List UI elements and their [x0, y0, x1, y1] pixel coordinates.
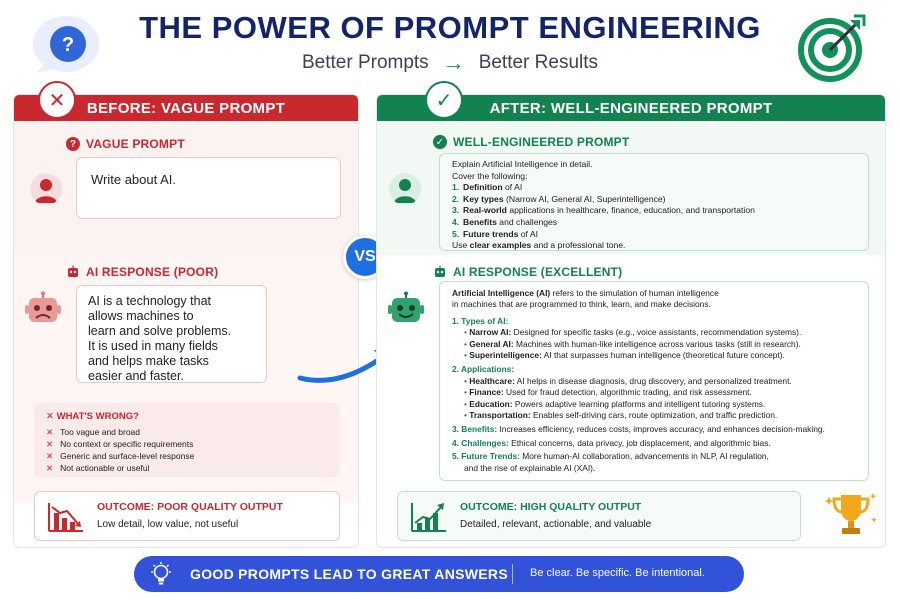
x-icon: ✕: [46, 451, 54, 461]
high-outcome-title: OUTCOME: HIGH QUALITY OUTPUT: [460, 501, 642, 513]
high-outcome-box: OUTCOME: HIGH QUALITY OUTPUT Detailed, r…: [397, 491, 801, 541]
subtitle-left: Better Prompts: [301, 52, 429, 73]
prompt-item: 5.Future trends of AI: [452, 228, 538, 239]
footer-sub-text: Be clear. Be specific. Be intentional.: [530, 567, 705, 579]
poor-outcome-desc: Low detail, low value, not useful: [97, 519, 239, 530]
vague-prompt-text: Write about AI.: [91, 172, 177, 187]
robot-icon: [68, 265, 78, 277]
prompt-item: 2.Key types (Narrow AI, General AI, Supe…: [452, 193, 666, 204]
robot-icon: [435, 265, 445, 277]
footer-divider: [512, 564, 513, 584]
prompt-outro: Use clear examples and a professional to…: [452, 240, 626, 251]
whats-wrong-box: ✕ WHAT'S WRONG? ✕Too vague and broad ✕No…: [34, 403, 340, 477]
page-title: THE POWER OF PROMPT ENGINEERING: [139, 10, 761, 45]
vague-prompt-label: ? VAGUE PROMPT: [66, 137, 185, 151]
prompt-item: 1.Definition of AI: [452, 182, 523, 193]
trophy-icon: [824, 493, 877, 534]
x-icon: ✕: [46, 463, 54, 473]
lightbulb-icon: [151, 562, 171, 585]
header: ? THE POWER OF PROMPT ENGINEERING Better…: [0, 0, 900, 92]
question-icon: ?: [66, 137, 80, 151]
engineered-prompt-label: ✓ WELL-ENGINEERED PROMPT: [433, 135, 629, 149]
poor-response-text: AI is a technology that allows machines …: [88, 294, 232, 383]
vague-prompt-box: Write about AI.: [76, 157, 341, 219]
whats-wrong-title: ✕ WHAT'S WRONG?: [46, 411, 139, 422]
happy-robot-icon: [388, 291, 424, 322]
before-heading-label: BEFORE: VAGUE PROMPT: [86, 99, 286, 117]
high-outcome-desc: Detailed, relevant, actionable, and valu…: [460, 519, 652, 530]
before-panel: BEFORE: VAGUE PROMPT ✕ ? VAGUE PROMPT Wr…: [13, 81, 359, 548]
excellent-response-box: Artificial Intelligence (AI) refers to t…: [439, 281, 869, 481]
footer-banner: GOOD PROMPTS LEAD TO GREAT ANSWERS Be cl…: [134, 556, 744, 592]
page-subtitle: Better Prompts → Better Results: [0, 50, 900, 76]
poor-outcome-title: OUTCOME: POOR QUALITY OUTPUT: [97, 501, 283, 513]
check-icon: ✓: [433, 135, 447, 149]
subtitle-right: Better Results: [478, 52, 599, 73]
poor-response-label: AI RESPONSE (POOR): [66, 265, 218, 279]
x-icon: ✕: [46, 427, 54, 437]
wrong-item: ✕Too vague and broad: [46, 427, 140, 437]
chart-up-icon: [411, 503, 446, 532]
excellent-response-label: AI RESPONSE (EXCELLENT): [433, 265, 622, 279]
engineered-prompt-text: Explain Artificial Intelligence in detai…: [452, 159, 755, 251]
svg-text:?: ?: [62, 34, 74, 56]
sad-robot-icon: [25, 291, 61, 322]
wrong-item: ✕Generic and surface-level response: [46, 451, 195, 461]
prompt-item: 4.Benefits and challenges: [452, 216, 558, 227]
engineered-prompt-box: Explain Artificial Intelligence in detai…: [439, 153, 869, 251]
prompt-item: 3.Real-world applications in healthcare,…: [452, 205, 755, 216]
x-circle-icon: ✕: [38, 81, 76, 119]
x-icon: ✕: [46, 439, 54, 449]
poor-outcome-box: OUTCOME: POOR QUALITY OUTPUT Low detail,…: [34, 491, 340, 541]
after-panel: AFTER: WELL-ENGINEERED PROMPT ✓ ✓ WELL-E…: [376, 81, 886, 548]
arrow-right-icon: →: [442, 50, 465, 75]
after-heading-label: AFTER: WELL-ENGINEERED PROMPT: [489, 99, 773, 117]
check-circle-icon: ✓: [425, 81, 463, 119]
poor-response-box: AI is a technology that allows machines …: [76, 285, 267, 383]
user-icon: [389, 173, 421, 205]
excellent-response-text: Artificial Intelligence (AI) refers to t…: [452, 288, 825, 473]
user-icon: [30, 173, 62, 205]
target-icon: [798, 14, 866, 82]
footer-main-text: GOOD PROMPTS LEAD TO GREAT ANSWERS: [190, 566, 508, 582]
question-bubble-icon: ?: [33, 16, 99, 72]
wrong-item: ✕Not actionable or useful: [46, 463, 150, 473]
chart-down-icon: [48, 503, 83, 532]
wrong-item: ✕No context or specific requirements: [46, 439, 194, 449]
